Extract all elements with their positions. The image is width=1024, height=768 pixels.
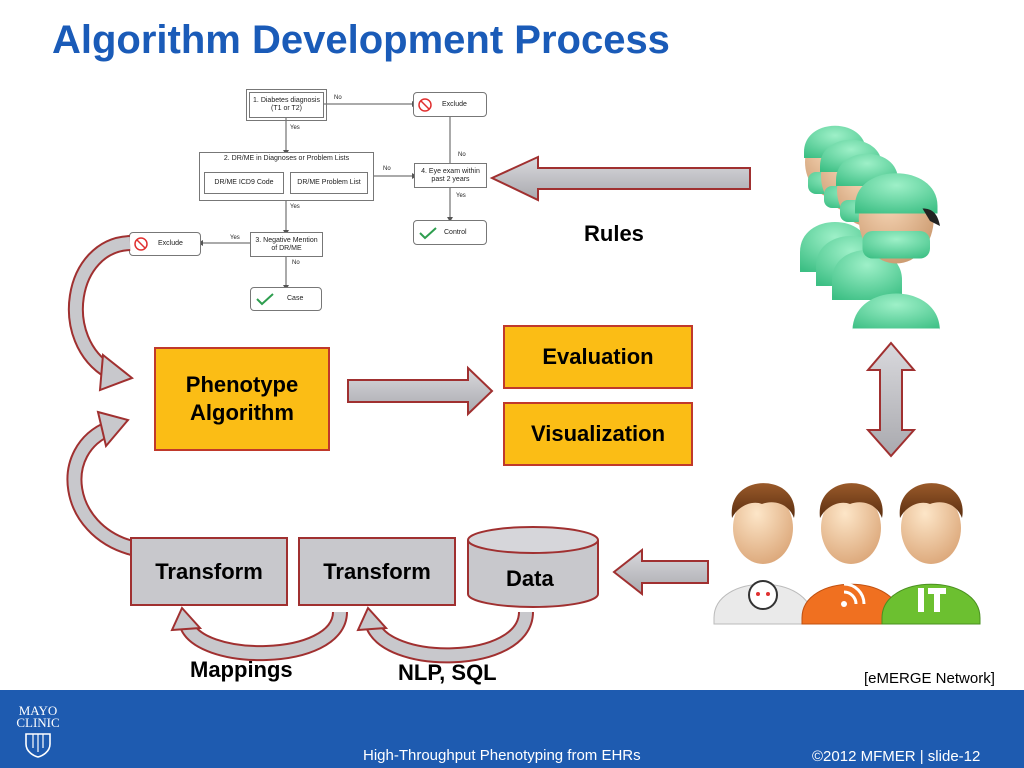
- flow-exclude-top-box: Exclude: [413, 92, 487, 117]
- phenotype-algorithm-box: Phenotype Algorithm: [154, 347, 330, 451]
- phenotype-label-line2: Algorithm: [190, 400, 294, 425]
- flow-edge-no-3: No: [383, 166, 391, 172]
- flow-edge-yes-2: Yes: [456, 193, 466, 199]
- checkmark-icon: [419, 226, 437, 239]
- transform-label-1: Transform: [155, 558, 263, 584]
- flow-exclude-left-label: Exclude: [158, 240, 183, 247]
- transform-box-2: Transform: [298, 537, 456, 606]
- users-to-data-arrow: [612, 547, 709, 597]
- evaluation-label: Evaluation: [542, 344, 654, 369]
- mappings-label: Mappings: [190, 657, 293, 682]
- slide-title: Algorithm Development Process: [52, 18, 670, 62]
- users-group-icon: [713, 483, 981, 625]
- flow-step2-title: 2. DR/ME in Diagnoses or Problem Lists: [223, 155, 350, 162]
- logo-line1: MAYO: [18, 703, 58, 718]
- curved-arrow-lower: [66, 410, 135, 556]
- flow-step4-line2: past 2 years: [431, 175, 470, 183]
- flow-step3-line2: of DR/ME: [271, 244, 302, 252]
- footer-right-text: ©2012 MFMER | slide-12: [812, 748, 981, 765]
- checkmark-icon: [256, 293, 274, 306]
- flow-step4-box: 4. Eye exam within past 2 years: [414, 163, 487, 188]
- evaluation-box: Evaluation: [503, 325, 693, 389]
- flow-step1-line1: 1. Diabetes diagnosis: [253, 97, 320, 104]
- nlp-sql-curved-arrow: [356, 606, 534, 664]
- flow-step4-line1: 4. Eye exam within: [421, 167, 480, 175]
- flow-control-label: Control: [444, 228, 467, 236]
- flow-control-box: Control: [413, 220, 487, 245]
- phenotype-to-eval-arrow: [347, 365, 494, 417]
- visualization-box: Visualization: [503, 402, 693, 466]
- flow-exclude-top-label: Exclude: [442, 100, 467, 108]
- flow-step1-line2: (T1 or T2): [271, 105, 302, 112]
- flow-exclude-left-box: Exclude: [129, 232, 201, 256]
- footer-bar: MAYO CLINIC High-Throughput Phenotyping …: [0, 690, 1024, 768]
- flow-edge-no-1: No: [334, 95, 342, 101]
- curved-arrow-upper: [68, 235, 135, 392]
- flow-edge-no-2: No: [458, 152, 466, 158]
- exclude-icon: [418, 97, 432, 112]
- mayo-clinic-logo: MAYO CLINIC: [8, 704, 68, 764]
- rules-arrow: [489, 155, 751, 202]
- flow-step2-right-label: DR/ME Problem List: [297, 179, 361, 186]
- transform-label-2: Transform: [323, 558, 431, 584]
- flow-edge-no-4: No: [292, 260, 300, 266]
- visualization-label: Visualization: [530, 421, 666, 446]
- flow-step2-left-label: DR/ME ICD9 Code: [214, 179, 274, 186]
- footer-center-text: High-Throughput Phenotyping from EHRs: [363, 747, 641, 764]
- flow-case-box: Case: [250, 287, 322, 311]
- vertical-double-arrow: [865, 341, 917, 458]
- doctors-group-icon: [800, 125, 940, 330]
- flow-edge-yes-3: Yes: [290, 204, 300, 210]
- data-label: Data: [506, 566, 554, 591]
- transform-box-1: Transform: [130, 537, 288, 606]
- flow-edge-yes-1: Yes: [290, 125, 300, 131]
- flow-step3-box: 3. Negative Mention of DR/ME: [250, 232, 323, 257]
- logo-line2: CLINIC: [16, 715, 60, 730]
- exclude-icon: [134, 237, 148, 251]
- flow-case-label: Case: [287, 295, 304, 302]
- attribution-label: [eMERGE Network]: [864, 670, 995, 687]
- flow-step3-line1: 3. Negative Mention: [255, 236, 318, 244]
- rules-label: Rules: [584, 221, 644, 246]
- mayo-shield-icon: [25, 733, 51, 758]
- flow-step1-box: 1. Diabetes diagnosis (T1 or T2): [246, 89, 327, 121]
- mappings-curved-arrow: [170, 606, 348, 661]
- nlp-sql-label: NLP, SQL: [398, 660, 497, 685]
- flow-edge-yes-4: Yes: [230, 235, 240, 241]
- phenotype-label-line1: Phenotype: [185, 372, 299, 397]
- database-icon: [467, 526, 599, 608]
- flow-step2-left-box: DR/ME ICD9 Code: [204, 172, 284, 194]
- flow-step2-right-box: DR/ME Problem List: [290, 172, 368, 194]
